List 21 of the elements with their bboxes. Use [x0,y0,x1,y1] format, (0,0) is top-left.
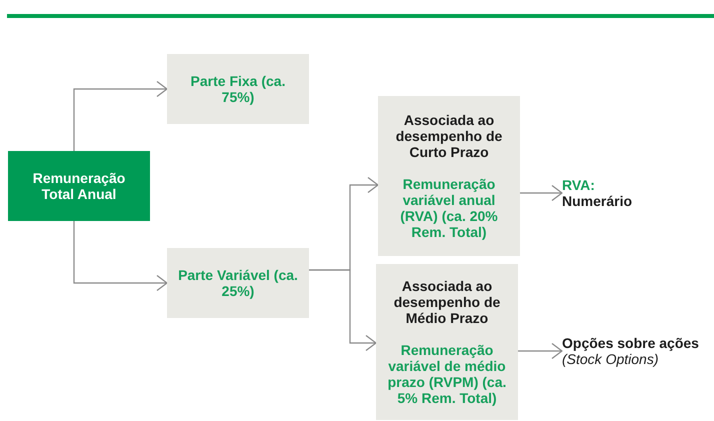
outcome-label: Numerário [562,193,632,209]
connector-arrow [73,221,168,292]
connector-arrow [309,269,377,352]
component-box [378,96,520,256]
box-heading: Remuneração Total Anual [32,170,126,202]
box-heading: Parte Fixa (ca. 75%) [190,73,286,105]
outcome-label: Opções sobre ações [562,335,699,351]
box-body: Remuneração variável de médio prazo (RVPM) (ca. 5% Rem. Total) [386,342,508,406]
total-box [8,151,150,221]
connector-arrow [73,80,168,151]
outcome-label: (Stock Options) [562,351,658,367]
component-box [167,248,309,318]
box-heading: Associada ao desempenho de Médio Prazo [392,278,502,326]
outcome-label: RVA: [562,177,595,193]
component-box [376,264,518,420]
box-heading: Parte Variável (ca. 25%) [177,267,299,299]
box-heading: Associada ao desempenho de Curto Prazo [394,112,504,160]
box-body: Remuneração variável anual (RVA) (ca. 20% Rem. Total) [399,176,499,240]
component-box [167,54,309,124]
connector-arrow [518,342,563,360]
connector-arrow [520,184,563,202]
